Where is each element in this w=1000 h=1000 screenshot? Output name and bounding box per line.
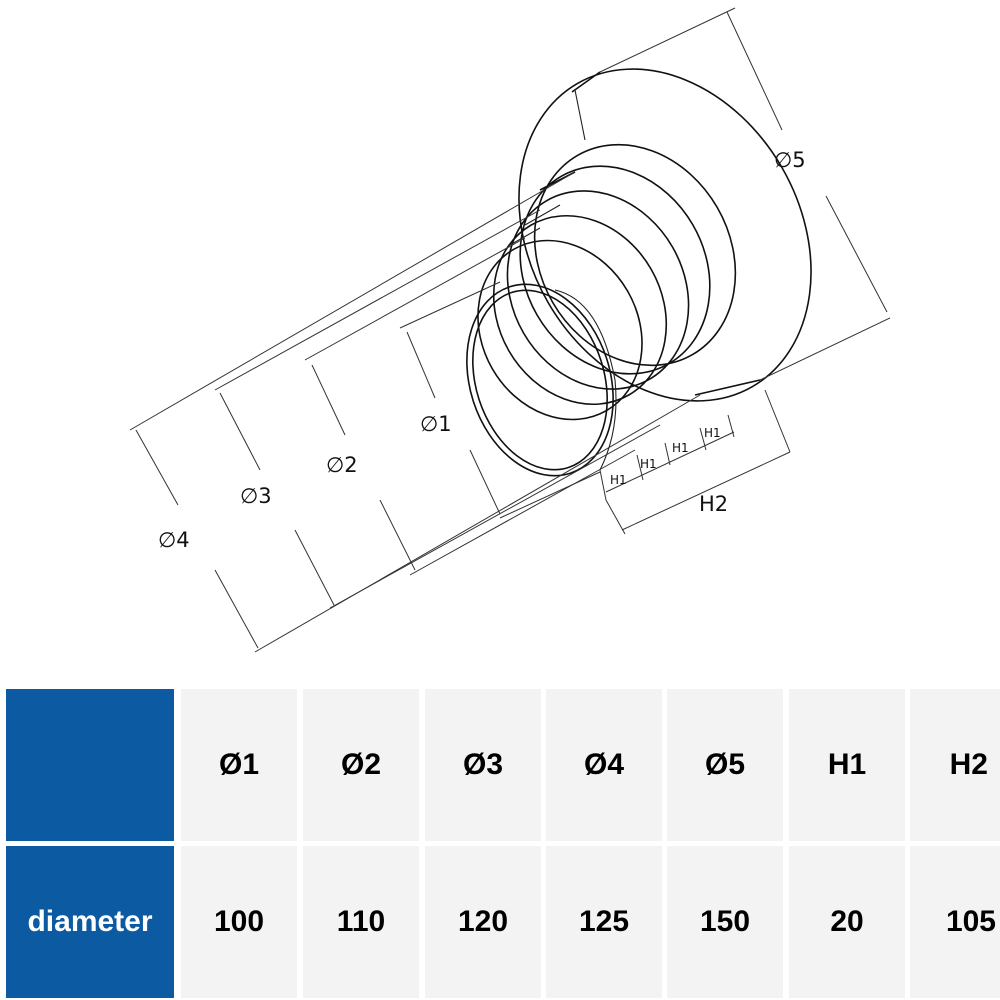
label-d1: ∅1 bbox=[420, 412, 452, 436]
reducer-technical-drawing: ∅5 ∅4 ∅3 ∅2 ∅1 bbox=[129, 7, 891, 653]
header-h1: H1 bbox=[789, 689, 905, 841]
value-d1: 100 bbox=[181, 846, 297, 998]
label-h1-c: H1 bbox=[672, 441, 689, 455]
value-d5: 150 bbox=[667, 846, 783, 998]
header-d4: Ø4 bbox=[546, 689, 662, 841]
value-d3: 120 bbox=[425, 846, 541, 998]
dimension-h1-h2: H1 H1 H1 H1 H2 bbox=[599, 389, 791, 535]
header-d5: Ø5 bbox=[667, 689, 783, 841]
row-label-diameter: diameter bbox=[6, 846, 174, 998]
label-h1-a: H1 bbox=[610, 473, 627, 487]
dimension-d3: ∅3 bbox=[214, 209, 661, 609]
label-d2: ∅2 bbox=[326, 453, 358, 477]
dimension-d2: ∅2 bbox=[304, 237, 636, 576]
header-d1: Ø1 bbox=[181, 689, 297, 841]
spec-table: Ø1 Ø2 Ø3 Ø4 Ø5 H1 H2 diameter 100 110 12… bbox=[0, 689, 1000, 1000]
label-d3: ∅3 bbox=[240, 484, 272, 508]
reducer-step-rings bbox=[477, 143, 737, 421]
dimension-d1: ∅1 bbox=[399, 281, 601, 519]
label-d5: ∅5 bbox=[774, 148, 806, 172]
value-d2: 110 bbox=[303, 846, 419, 998]
value-d4: 125 bbox=[546, 846, 662, 998]
label-h1-b: H1 bbox=[640, 457, 657, 471]
label-h2: H2 bbox=[699, 492, 728, 516]
table-corner-cell bbox=[6, 689, 174, 841]
reducer-front-opening bbox=[466, 283, 617, 477]
value-h1: 20 bbox=[789, 846, 905, 998]
header-h2: H2 bbox=[910, 689, 1000, 841]
value-h2: 105 bbox=[910, 846, 1000, 998]
dimension-d4: ∅4 bbox=[129, 171, 701, 653]
dimension-d5: ∅5 bbox=[599, 7, 891, 381]
label-d4: ∅4 bbox=[158, 528, 190, 552]
label-h1-d: H1 bbox=[704, 426, 721, 440]
header-d3: Ø3 bbox=[425, 689, 541, 841]
header-d2: Ø2 bbox=[303, 689, 419, 841]
